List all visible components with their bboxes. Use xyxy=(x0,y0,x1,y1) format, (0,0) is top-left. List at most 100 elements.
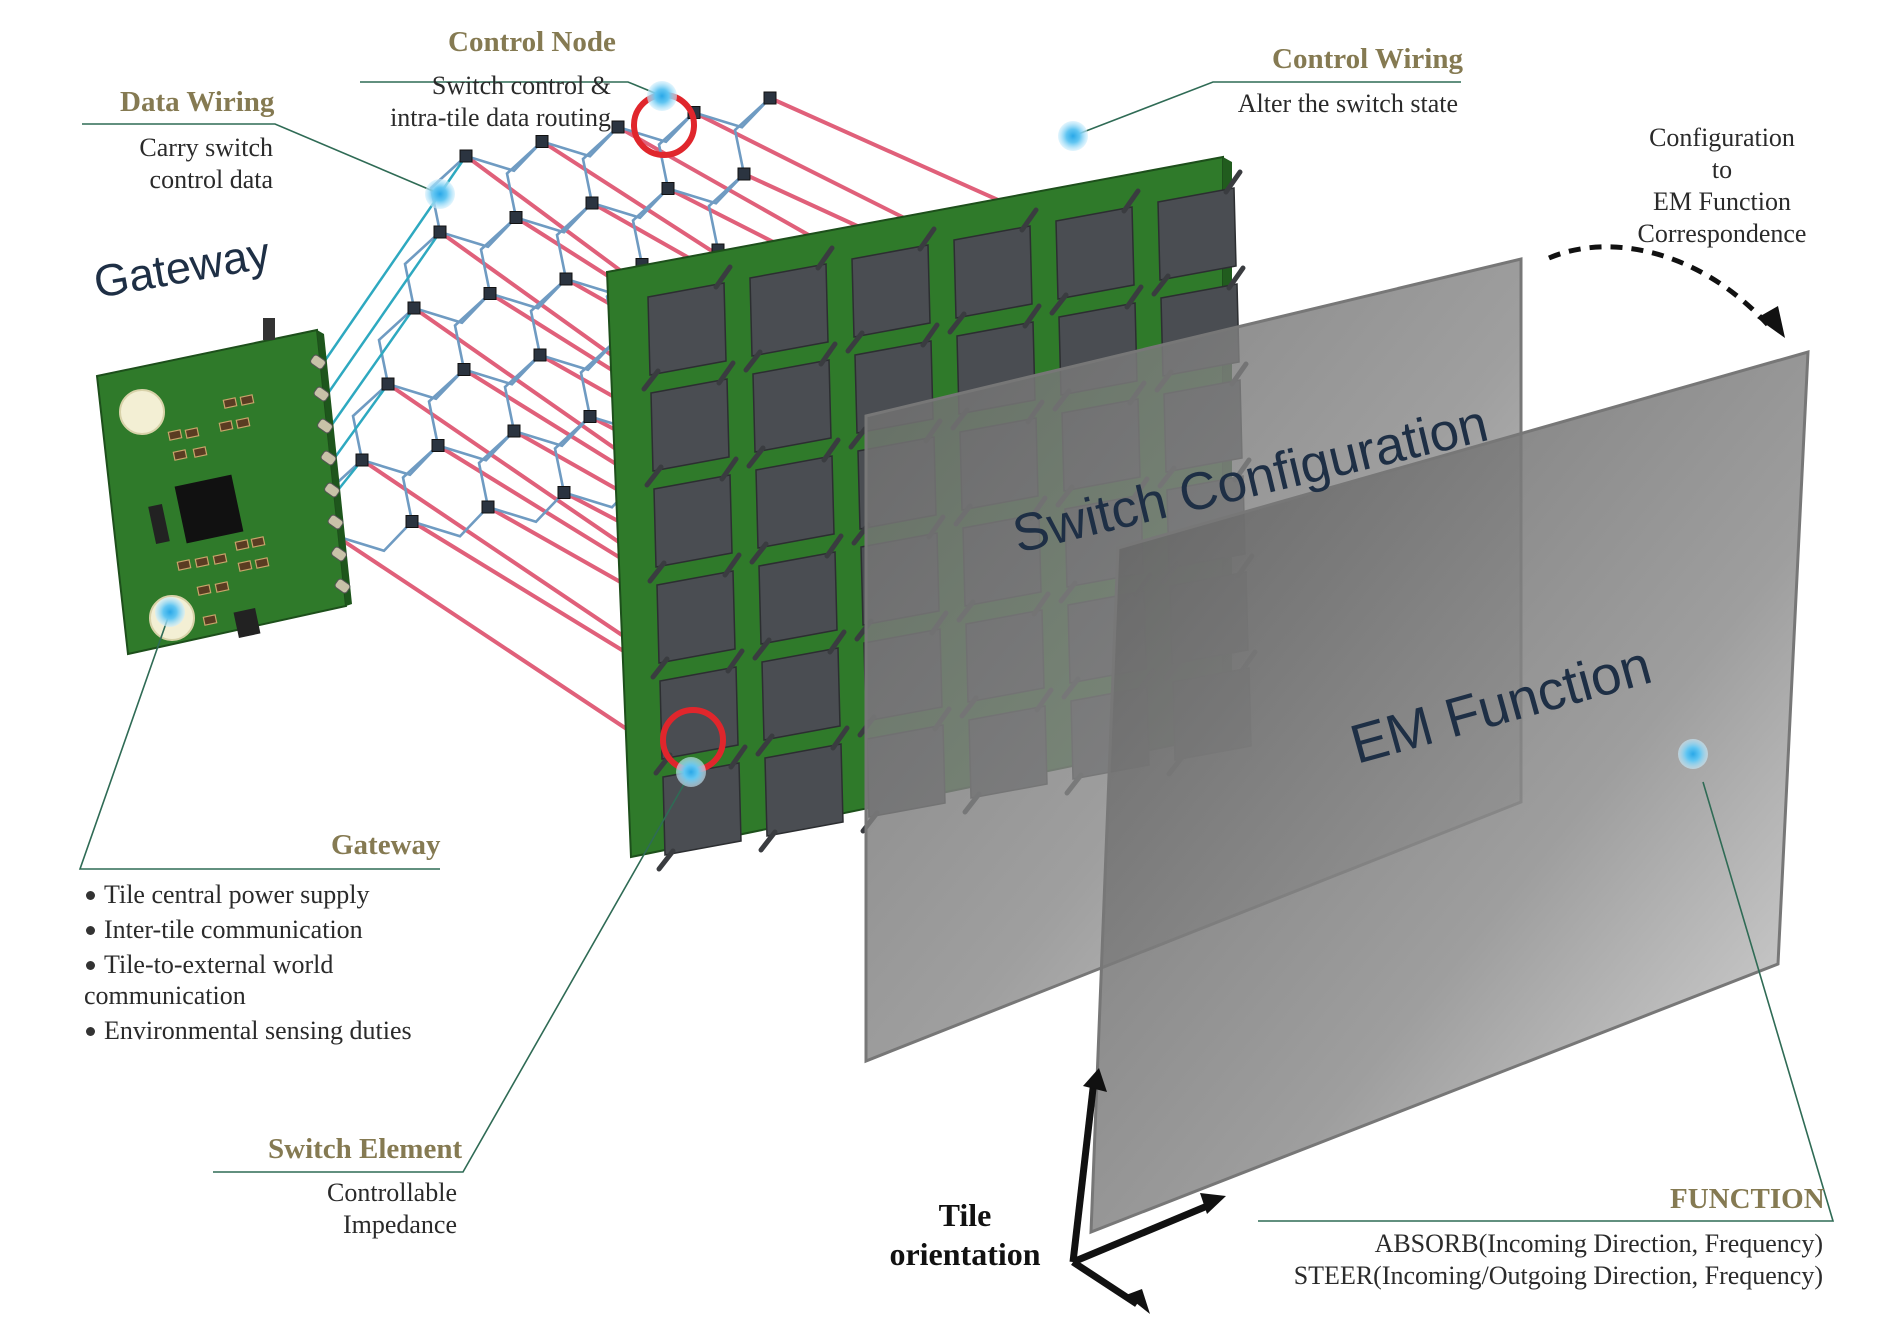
switch-element-icon xyxy=(653,474,733,568)
mounting-hole-icon xyxy=(119,389,165,435)
data-wire xyxy=(505,140,543,218)
function-absorb-line: ABSORB(Incoming Direction, Frequency) xyxy=(1374,1229,1823,1258)
em-function-plane xyxy=(1089,349,1810,1235)
gateway-connector-icon xyxy=(263,318,275,340)
switch-lead-icon xyxy=(746,445,766,469)
smd-component-icon xyxy=(214,581,230,593)
switch-lead-icon xyxy=(815,245,835,271)
control-node-icon xyxy=(557,486,571,499)
switch-element-icon xyxy=(758,551,838,645)
gateway-pin-icon xyxy=(334,578,351,594)
switch-element-icon xyxy=(752,359,832,453)
switch-lead-icon xyxy=(722,552,742,578)
data-wire xyxy=(631,187,669,265)
data-wire xyxy=(579,339,617,417)
gateway-pin-icon xyxy=(310,354,326,370)
data-wire xyxy=(477,430,515,508)
data-wire xyxy=(479,216,517,294)
control-node-icon xyxy=(585,196,599,210)
switch-element-icon xyxy=(650,378,730,472)
control-node-icon xyxy=(407,301,421,315)
tile-orientation-line-2: orientation xyxy=(889,1236,1041,1272)
data-wire xyxy=(555,202,593,280)
data-wire xyxy=(335,520,413,553)
control-node-icon xyxy=(457,363,471,376)
smd-component-icon xyxy=(202,614,218,626)
control-node-glow-icon xyxy=(647,81,677,111)
switch-lead-icon xyxy=(845,330,865,354)
switch-element-icon xyxy=(851,244,931,338)
control-wire xyxy=(360,458,672,670)
switch-element-description: Controllable Impedance xyxy=(262,1177,457,1241)
data-wire xyxy=(387,368,465,401)
switch-lead-icon xyxy=(656,848,676,872)
smd-components xyxy=(167,394,270,626)
switch-lead-icon xyxy=(1151,273,1171,297)
data-wire xyxy=(617,111,695,144)
smd-component-icon xyxy=(172,449,188,461)
switch-lead-icon xyxy=(827,629,847,655)
smd-component-icon xyxy=(235,417,251,429)
switch-lead-icon xyxy=(728,744,748,770)
smd-component-icon xyxy=(184,427,200,439)
correspondence-arrow-icon xyxy=(1548,244,1771,328)
list-item: Tile central power supply xyxy=(84,877,412,912)
switch-lead-icon xyxy=(1019,207,1039,233)
data-wire xyxy=(427,368,465,446)
control-node-icon xyxy=(533,348,547,362)
data-wire xyxy=(361,444,439,477)
data-wiring-description: Carry switch control data xyxy=(113,132,273,196)
control-wiring-line-1: Alter the switch state xyxy=(1237,89,1458,118)
data-wire xyxy=(707,173,745,251)
switch-lead-icon xyxy=(917,226,937,252)
gateway-data-wire xyxy=(329,307,416,427)
control-node-icon xyxy=(481,500,495,514)
gateway-pin-icon xyxy=(331,546,347,562)
gateway-pin-icon xyxy=(320,450,337,466)
data-wire xyxy=(377,307,415,385)
function-glow-icon xyxy=(1678,739,1708,769)
callout-leader-lines xyxy=(78,81,1835,1222)
switch-lead-icon xyxy=(749,541,769,565)
switch-element-icon xyxy=(1157,187,1237,281)
switch-lead-icon xyxy=(713,264,733,290)
gateway-board xyxy=(95,318,352,656)
smd-component-icon xyxy=(234,539,250,551)
switch-lead-icon xyxy=(848,426,868,450)
switch-element-icon xyxy=(764,743,844,837)
list-item: Inter-tile communication xyxy=(84,912,412,947)
correspondence-line-2: to xyxy=(1711,155,1733,184)
control-node-icon xyxy=(483,287,497,300)
control-node-icon xyxy=(405,515,419,528)
orientation-axes-icon xyxy=(1069,1068,1226,1314)
function-steer-line: STEER(Incoming/Outgoing Direction, Frequ… xyxy=(1293,1261,1823,1290)
control-wire xyxy=(334,534,676,763)
smd-component-icon xyxy=(212,553,228,565)
gateway-board-label: Gateway xyxy=(90,227,274,308)
switch-element-icon xyxy=(647,282,727,376)
data-wire xyxy=(733,97,771,175)
data-wire xyxy=(693,97,771,129)
control-node-icon xyxy=(459,149,473,163)
switch-lead-icon xyxy=(752,637,772,661)
switch-lead-icon xyxy=(719,456,739,482)
gateway-pin-icon xyxy=(313,386,330,402)
smd-component-icon xyxy=(196,584,212,596)
data-wire xyxy=(657,111,695,189)
data-wiring-grid xyxy=(325,97,771,553)
gateway-glow-icon xyxy=(155,597,185,627)
data-wire xyxy=(515,202,593,234)
switch-element-line-2: Impedance xyxy=(342,1210,457,1239)
gateway-data-wires xyxy=(322,155,468,537)
list-item-continuation: communication xyxy=(84,981,246,1010)
switch-element-line-1: Controllable xyxy=(327,1178,457,1207)
switch-lead-icon xyxy=(821,437,841,463)
smd-component-icon xyxy=(167,429,183,441)
switch-element-icon xyxy=(953,225,1033,319)
control-wiring-title: Control Wiring xyxy=(1272,43,1463,75)
data-wire xyxy=(411,506,489,538)
data-wire xyxy=(401,444,439,522)
data-wire xyxy=(503,354,541,432)
control-node-icon xyxy=(355,453,369,467)
control-node-icon xyxy=(381,377,395,391)
